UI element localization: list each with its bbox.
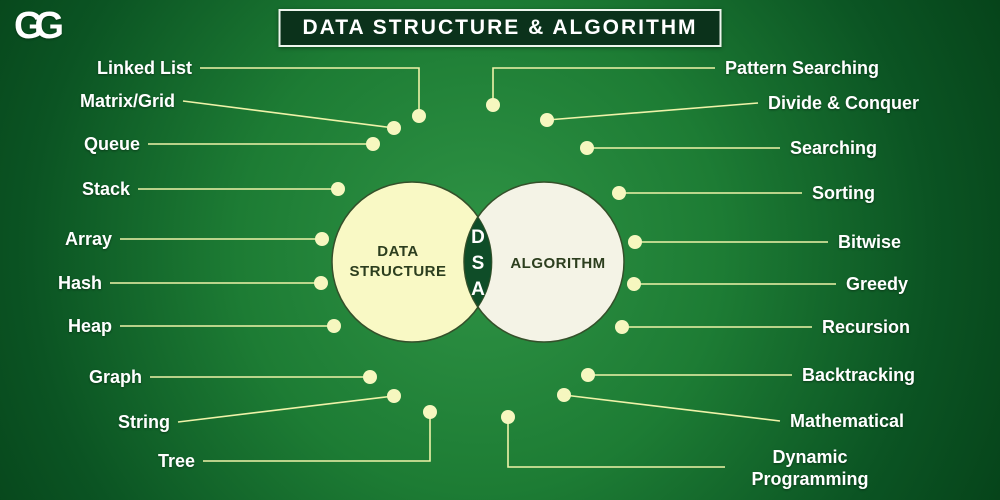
label-backtracking: Backtracking <box>802 365 916 385</box>
connector-string <box>177 395 395 423</box>
label-recursion: Recursion <box>822 317 911 337</box>
connector-linked-list <box>200 67 420 110</box>
node-dot-greedy <box>627 277 641 291</box>
dsa-letter-d: D <box>471 227 485 248</box>
node-dot-tree <box>423 405 437 419</box>
node-dot-mathematical <box>557 388 571 402</box>
label-mathematical: Mathematical <box>790 411 905 431</box>
node-dot-divide-conquer <box>540 113 554 127</box>
label-matrix-grid: Matrix/Grid <box>79 91 175 111</box>
node-dot-string <box>387 389 401 403</box>
node-dot-dynamic-programming <box>501 410 515 424</box>
node-dot-heap <box>327 319 341 333</box>
label-hash: Hash <box>57 273 102 293</box>
node-dot-sorting <box>612 186 626 200</box>
connector-pattern-searching <box>492 67 715 99</box>
label-queue: Queue <box>83 134 140 154</box>
left-circle-label-line1: DATA <box>377 243 418 260</box>
node-dot-linked-list <box>412 109 426 123</box>
node-dot-pattern-searching <box>486 98 500 112</box>
label-greedy: Greedy <box>846 274 909 294</box>
connector-matrix-grid <box>182 100 395 129</box>
label-tree: Tree <box>157 451 195 471</box>
dsa-letter-a: A <box>471 279 485 300</box>
node-dot-stack <box>331 182 345 196</box>
connector-tree <box>203 418 431 462</box>
geeksforgeeks-logo: GG <box>14 5 64 47</box>
node-dot-graph <box>363 370 377 384</box>
label-pattern-searching: Pattern Searching <box>725 58 880 78</box>
label-string: String <box>118 412 170 432</box>
label-array: Array <box>64 229 112 249</box>
label-bitwise: Bitwise <box>838 232 902 252</box>
left-circle-label-line2: STRUCTURE <box>350 263 447 280</box>
arc-dots <box>314 98 642 424</box>
node-dot-searching <box>580 141 594 155</box>
label-stack: Stack <box>81 179 130 199</box>
label-searching: Searching <box>790 138 878 158</box>
label-graph: Graph <box>88 367 142 387</box>
label-divide-conquer: Divide & Conquer <box>768 93 920 113</box>
connector-dynamic-programming <box>507 423 725 468</box>
venn-circles: DATA STRUCTURE ALGORITHM D S A <box>331 181 625 343</box>
node-dot-array <box>315 232 329 246</box>
title-banner: DATA STRUCTURE & ALGORITHM <box>278 9 722 47</box>
node-dot-matrix-grid <box>387 121 401 135</box>
node-dot-backtracking <box>581 368 595 382</box>
label-linked-list: Linked List <box>96 58 192 78</box>
node-dot-bitwise <box>628 235 642 249</box>
label-heap: Heap <box>67 316 112 336</box>
dsa-intersection-lens <box>463 216 493 308</box>
label-dynamic-programming: Dynamic Programming <box>751 447 869 489</box>
node-dot-recursion <box>615 320 629 334</box>
right-circle-label: ALGORITHM <box>510 255 605 272</box>
label-sorting: Sorting <box>812 183 875 203</box>
dsa-letter-s: S <box>472 253 485 274</box>
connector-lines <box>110 67 836 468</box>
node-dot-hash <box>314 276 328 290</box>
connector-divide-conquer <box>546 102 759 121</box>
node-dot-queue <box>366 137 380 151</box>
page-title: DATA STRUCTURE & ALGORITHM <box>302 16 698 39</box>
connector-mathematical <box>563 394 781 422</box>
